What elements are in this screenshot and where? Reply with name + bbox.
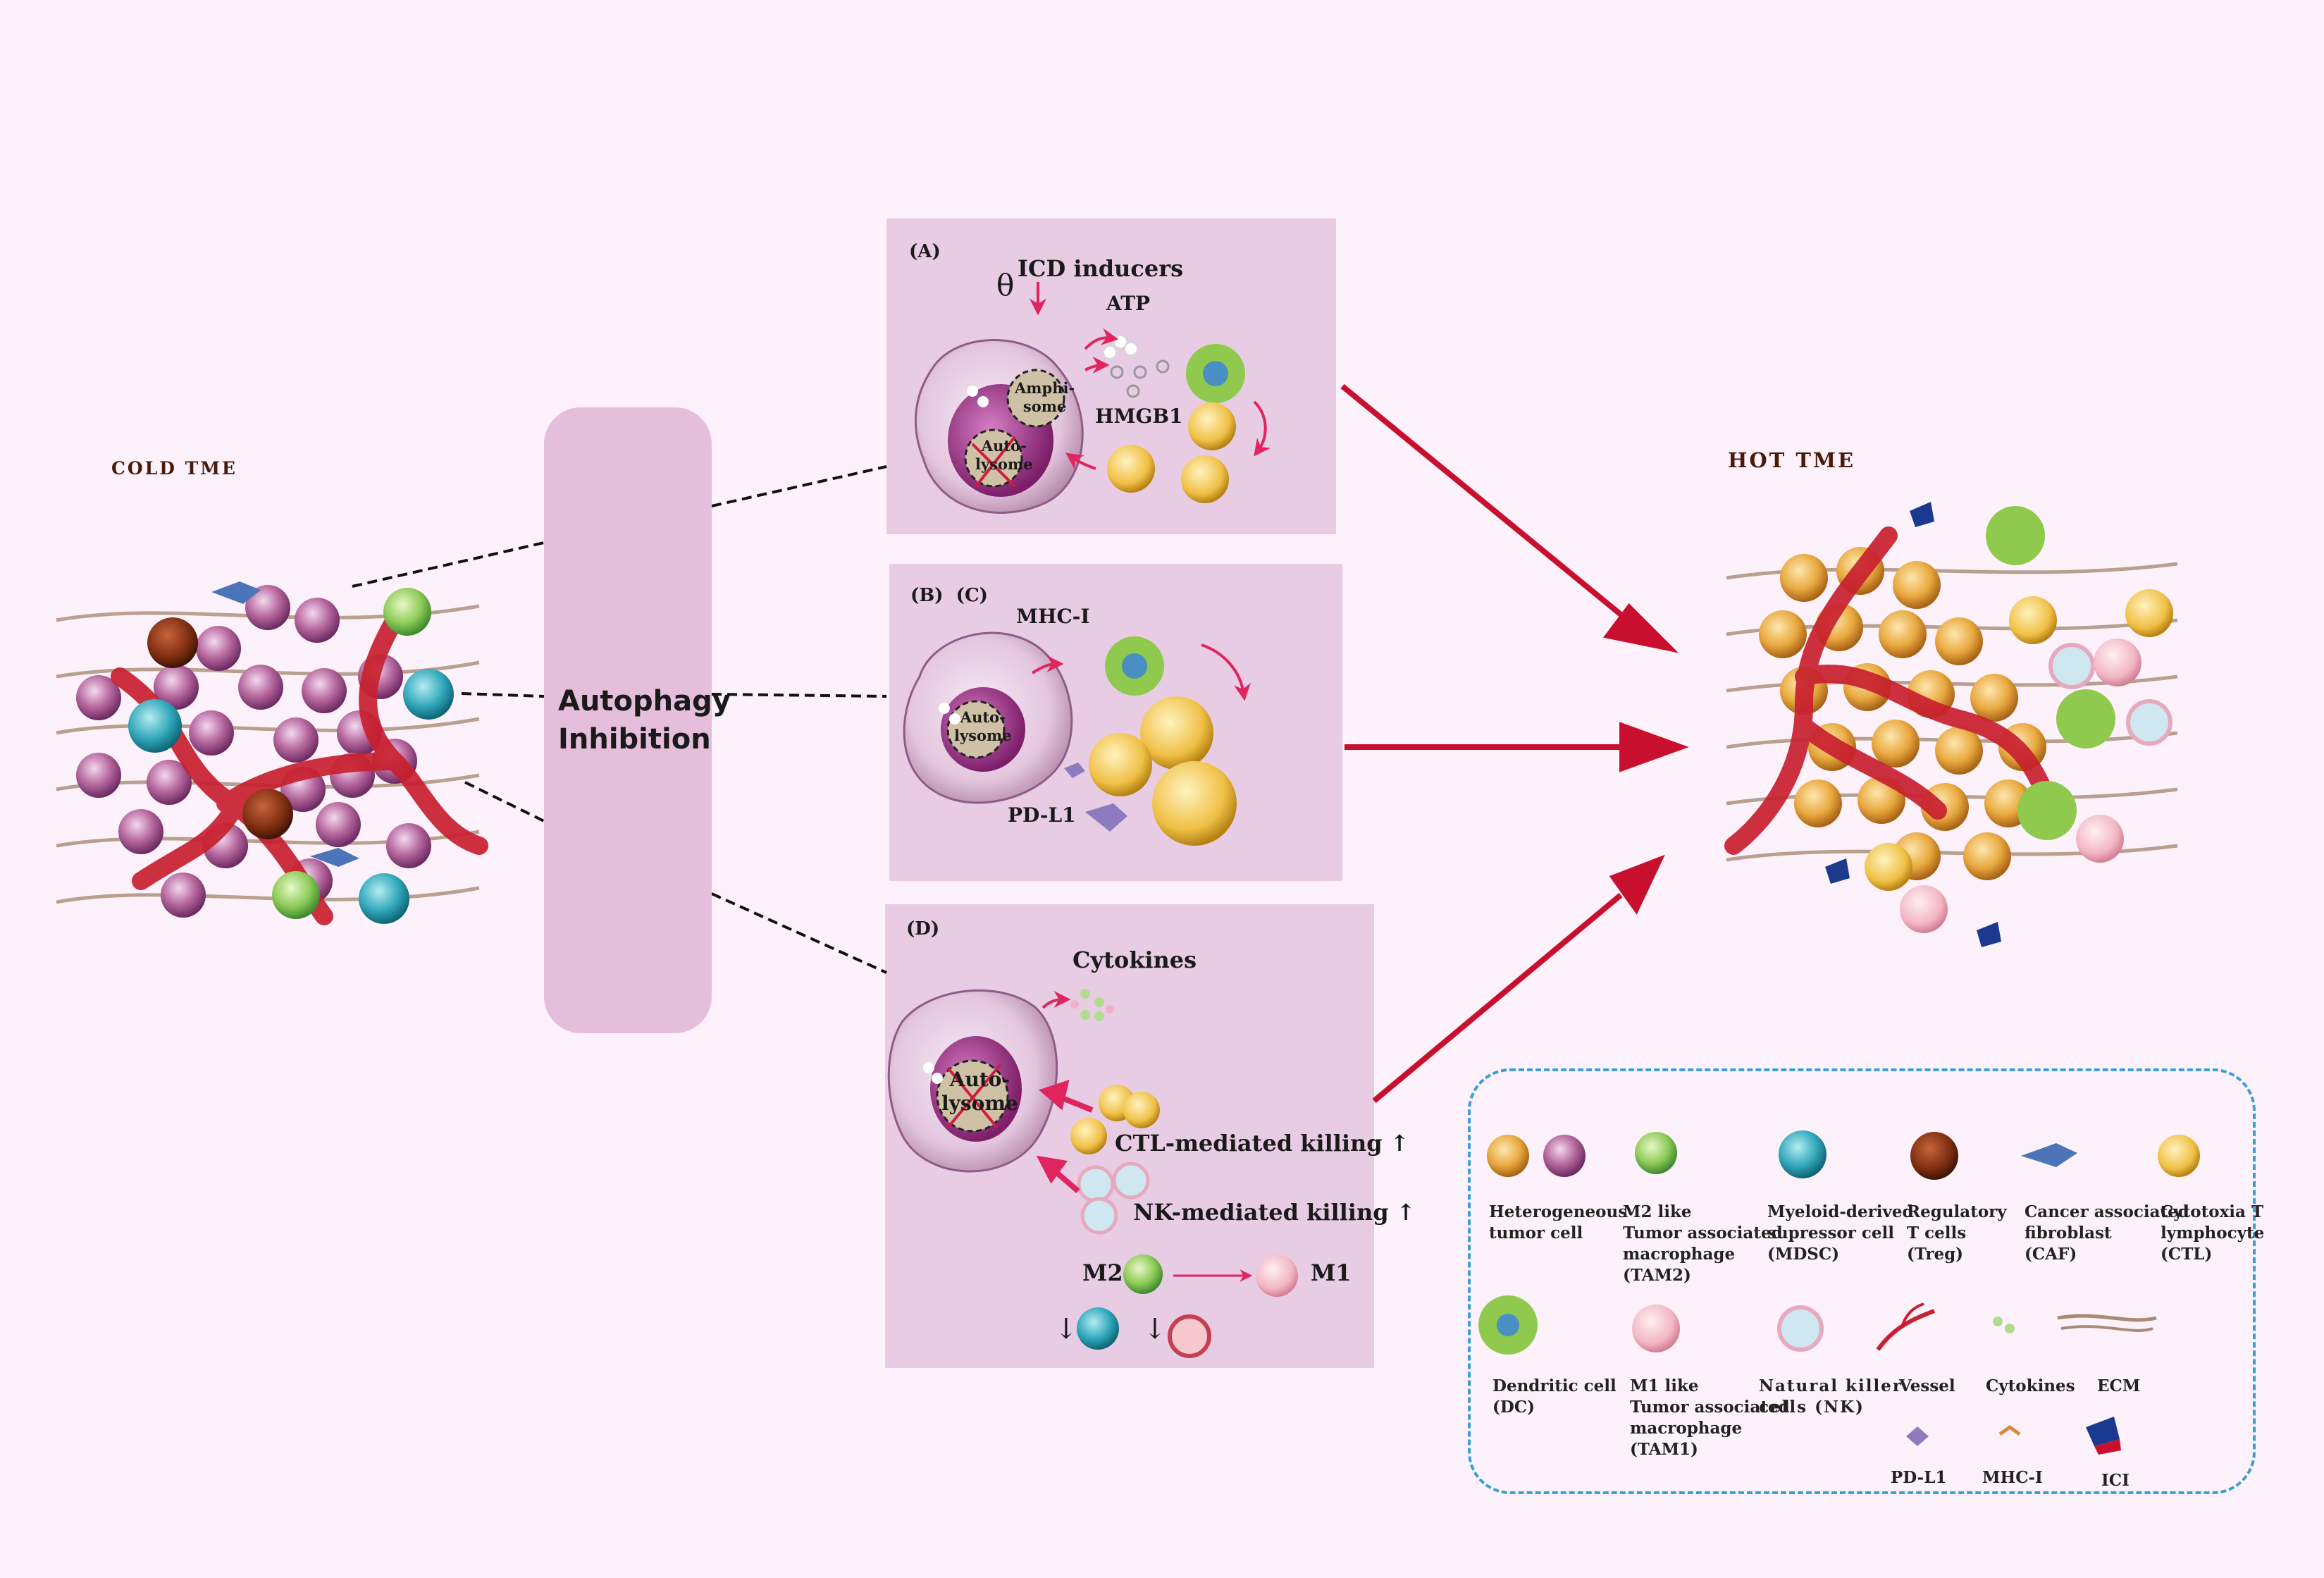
legend-cytokines: Cytokines — [1986, 1376, 2075, 1395]
nk-killing-label: NK-mediated killing ↑ — [1133, 1199, 1416, 1226]
legend-mdsc: Myeloid-derived supressor cell (MDSC) — [1767, 1202, 1914, 1264]
legend-icons — [1478, 1130, 2200, 1455]
mhc-label: MHC-I — [1016, 605, 1090, 628]
amphisome-label: Amphi- some — [1015, 379, 1075, 415]
ctl-killing-label: CTL-mediated killing ↑ — [1115, 1130, 1409, 1157]
legend-heterogeneous-tumor-cell: Heterogeneous tumor cell — [1489, 1202, 1628, 1243]
legend-treg: Regulatory T cells (Treg) — [1907, 1202, 2007, 1264]
autolysome-label-a: Auto- lysome — [975, 437, 1033, 473]
panel-a-box: (A) θ ICD inducers ATP HMGB1 Amphi- some… — [886, 218, 1336, 534]
cold-tme-title: COLD TME — [111, 458, 237, 479]
m1-label: M1 — [1311, 1259, 1352, 1286]
legend-nk: Natural killer cells (NK) — [1759, 1376, 1903, 1417]
cytokines-label: Cytokines — [1073, 947, 1197, 973]
legend-dendritic-cell: Dendritic cell (DC) — [1492, 1376, 1617, 1417]
m2-label: M2 — [1082, 1259, 1123, 1286]
panel-a-heading: ICD inducers — [1018, 255, 1184, 282]
panel-d-graphics — [887, 989, 1298, 1358]
legend-ici: ICI — [2101, 1471, 2130, 1490]
legend-pdl1: PD-L1 — [1891, 1468, 1947, 1487]
legend-tam1: M1 like Tumor associated macrophage (TAM… — [1630, 1376, 1790, 1459]
dashed-connectors — [352, 465, 887, 974]
panel-a-theta: θ — [996, 268, 1015, 302]
panel-a-tag: (A) — [909, 241, 941, 262]
legend-ctl: Cytotoxia T lymphocyte (CTL) — [2161, 1202, 2265, 1264]
panel-bc-box: (B) (C) MHC-I PD-L1 Auto- lysome — [889, 564, 1342, 881]
down-arrow-mdsc: ↓ — [1054, 1313, 1078, 1345]
panel-b-graphics — [903, 631, 1251, 846]
cold-tme-tissue — [56, 581, 488, 925]
atp-label: ATP — [1106, 292, 1151, 315]
autophagy-inhibition-label: Autophagy Inhibition — [558, 685, 731, 756]
legend-tam2: M2 like Tumor associated macrophage (TAM… — [1623, 1202, 1783, 1285]
legend-mhc: MHC-I — [1982, 1468, 2043, 1487]
legend-vessel: Vessel — [1899, 1376, 1955, 1395]
hot-tme-tissue — [1724, 502, 2178, 947]
legend-ecm: ECM — [2097, 1376, 2141, 1395]
hot-tme-title: HOT TME — [1728, 448, 1856, 472]
panel-a-graphics — [914, 282, 1271, 514]
down-arrow-treg: ↓ — [1143, 1313, 1167, 1345]
panel-d-box: (D) Cytokines Auto- lysome CTL-mediated … — [885, 904, 1416, 1368]
autophagy-inhibition-bar — [544, 407, 712, 1033]
autolysome-label-d: Auto- lysome — [941, 1068, 1018, 1115]
panel-d-tag: (D) — [906, 918, 940, 939]
autolysome-label-b: Auto- lysome — [954, 708, 1012, 744]
main-arrows — [1340, 383, 1689, 1104]
legend-caf: Cancer associated fibroblast (CAF) — [2025, 1202, 2189, 1264]
legend-box — [1468, 1068, 2256, 1494]
pdl1-label: PD-L1 — [1008, 803, 1076, 827]
panel-bc-tag: (B) (C) — [910, 585, 988, 606]
hmgb1-label: HMGB1 — [1095, 405, 1183, 428]
